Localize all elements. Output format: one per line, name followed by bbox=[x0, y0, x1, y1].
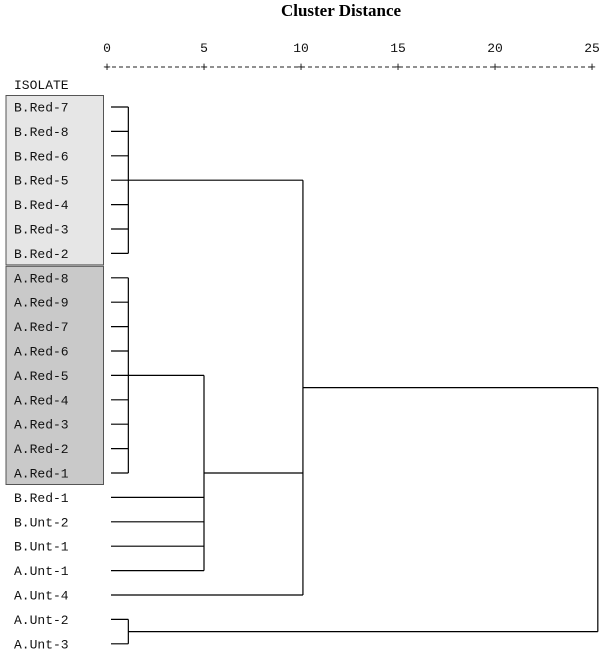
tick-label: 20 bbox=[487, 41, 503, 56]
tick-label: 25 bbox=[584, 41, 600, 56]
leaf-label: A.Red-6 bbox=[14, 345, 69, 360]
tick-mark: + bbox=[297, 60, 305, 75]
tick-mark: + bbox=[103, 60, 111, 75]
leaf-label: A.Unt-1 bbox=[14, 564, 69, 579]
tick-mark: + bbox=[394, 60, 402, 75]
group-boxes bbox=[5, 95, 104, 485]
leaf-label: B.Red-3 bbox=[14, 223, 69, 238]
leaf-label: B.Red-4 bbox=[14, 198, 69, 213]
leaf-label: B.Unt-1 bbox=[14, 540, 69, 555]
leaf-label: B.Red-1 bbox=[14, 491, 69, 506]
leaf-label: A.Red-1 bbox=[14, 467, 69, 482]
group-box-a-red bbox=[5, 265, 104, 485]
tick-mark: + bbox=[200, 60, 208, 75]
dendrogram-links bbox=[111, 106, 599, 645]
leaf-label: A.Red-5 bbox=[14, 369, 69, 384]
row-header: ISOLATE bbox=[14, 78, 69, 93]
tick-mark: + bbox=[588, 60, 596, 75]
chart-title: Cluster Distance bbox=[281, 1, 402, 20]
tick-label: 15 bbox=[390, 41, 406, 56]
distance-axis: 0 +5 +10 +15 +20 +25 + bbox=[103, 41, 600, 75]
leaf-label: A.Red-7 bbox=[14, 320, 69, 335]
leaf-label: A.Red-3 bbox=[14, 418, 69, 433]
leaf-label: A.Red-4 bbox=[14, 393, 69, 408]
leaf-label: B.Red-5 bbox=[14, 174, 69, 189]
leaf-label: A.Unt-2 bbox=[14, 613, 69, 628]
leaf-label: A.Unt-3 bbox=[14, 637, 69, 649]
leaf-label: A.Red-9 bbox=[14, 296, 69, 311]
tick-label: 0 bbox=[103, 41, 111, 56]
leaf-label: B.Unt-2 bbox=[14, 515, 69, 530]
leaf-labels: B.Red-7B.Red-8B.Red-6B.Red-5B.Red-4B.Red… bbox=[14, 101, 69, 649]
leaf-label: B.Red-2 bbox=[14, 247, 69, 262]
tick-mark: + bbox=[491, 60, 499, 75]
leaf-label: A.Red-8 bbox=[14, 271, 69, 286]
group-box-b-red bbox=[5, 95, 104, 266]
leaf-label: A.Unt-4 bbox=[14, 589, 69, 604]
leaf-label: B.Red-7 bbox=[14, 101, 69, 116]
tick-label: 5 bbox=[200, 41, 208, 56]
tick-label: 10 bbox=[293, 41, 309, 56]
leaf-label: B.Red-6 bbox=[14, 149, 69, 164]
leaf-label: A.Red-2 bbox=[14, 442, 69, 457]
leaf-label: B.Red-8 bbox=[14, 125, 69, 140]
